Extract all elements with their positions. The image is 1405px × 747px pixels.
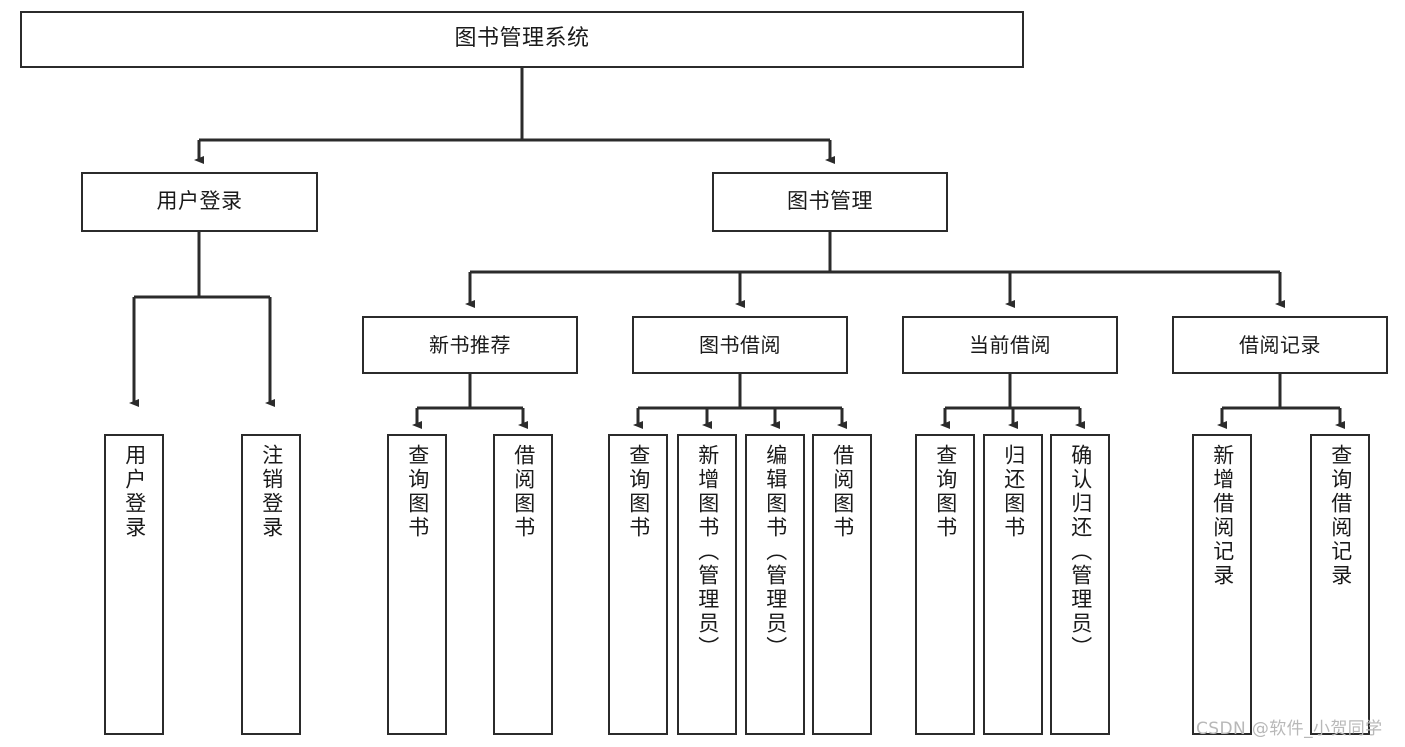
csdn-watermark: CSDN @软件_小贺同学 <box>1196 719 1383 739</box>
node-book-management[interactable]: 图书管理 <box>712 172 948 232</box>
node-label: 查询图书 <box>405 444 430 540</box>
node-label: 查询图书 <box>626 444 651 540</box>
node-leaf-add-book-admin[interactable]: 新增图书（管理员） <box>677 434 737 735</box>
node-leaf-add-borrow-record[interactable]: 新增借阅记录 <box>1192 434 1252 735</box>
node-label: 注销登录 <box>259 444 284 540</box>
node-label: 查询图书 <box>933 444 958 540</box>
node-leaf-query-book-recommend[interactable]: 查询图书 <box>387 434 447 735</box>
node-leaf-user-login[interactable]: 用户登录 <box>104 434 164 735</box>
node-leaf-logout[interactable]: 注销登录 <box>241 434 301 735</box>
node-leaf-confirm-return-admin[interactable]: 确认归还（管理员） <box>1050 434 1110 735</box>
node-leaf-return-book[interactable]: 归还图书 <box>983 434 1043 735</box>
node-leaf-edit-book-admin[interactable]: 编辑图书（管理员） <box>745 434 805 735</box>
node-label: 用户登录 <box>122 444 147 540</box>
node-label: 图书管理系统 <box>454 26 590 52</box>
node-leaf-query-book-current[interactable]: 查询图书 <box>915 434 975 735</box>
node-label: 借阅图书 <box>830 444 855 540</box>
node-label: 借阅记录 <box>1239 332 1321 357</box>
node-new-book-recommend[interactable]: 新书推荐 <box>362 316 578 374</box>
node-leaf-borrow-book[interactable]: 借阅图书 <box>812 434 872 735</box>
node-label: 归还图书 <box>1001 444 1026 540</box>
node-book-borrow[interactable]: 图书借阅 <box>632 316 848 374</box>
node-user-login[interactable]: 用户登录 <box>81 172 318 232</box>
node-root-system[interactable]: 图书管理系统 <box>20 11 1024 68</box>
node-leaf-borrow-book-recommend[interactable]: 借阅图书 <box>493 434 553 735</box>
node-label: 确认归还（管理员） <box>1068 444 1093 660</box>
node-label: 当前借阅 <box>969 332 1051 357</box>
node-label: 新增图书（管理员） <box>695 444 720 660</box>
node-borrow-record[interactable]: 借阅记录 <box>1172 316 1388 374</box>
node-label: 新增借阅记录 <box>1210 444 1235 588</box>
node-leaf-query-borrow-record[interactable]: 查询借阅记录 <box>1310 434 1370 735</box>
node-leaf-query-book-borrow[interactable]: 查询图书 <box>608 434 668 735</box>
node-label: 新书推荐 <box>429 332 511 357</box>
node-label: 图书借阅 <box>699 332 781 357</box>
node-label: 借阅图书 <box>511 444 536 540</box>
node-label: 用户登录 <box>156 189 243 214</box>
node-label: 编辑图书（管理员） <box>763 444 788 660</box>
node-label: 查询借阅记录 <box>1328 444 1353 588</box>
node-label: 图书管理 <box>787 189 873 214</box>
node-current-borrow[interactable]: 当前借阅 <box>902 316 1118 374</box>
